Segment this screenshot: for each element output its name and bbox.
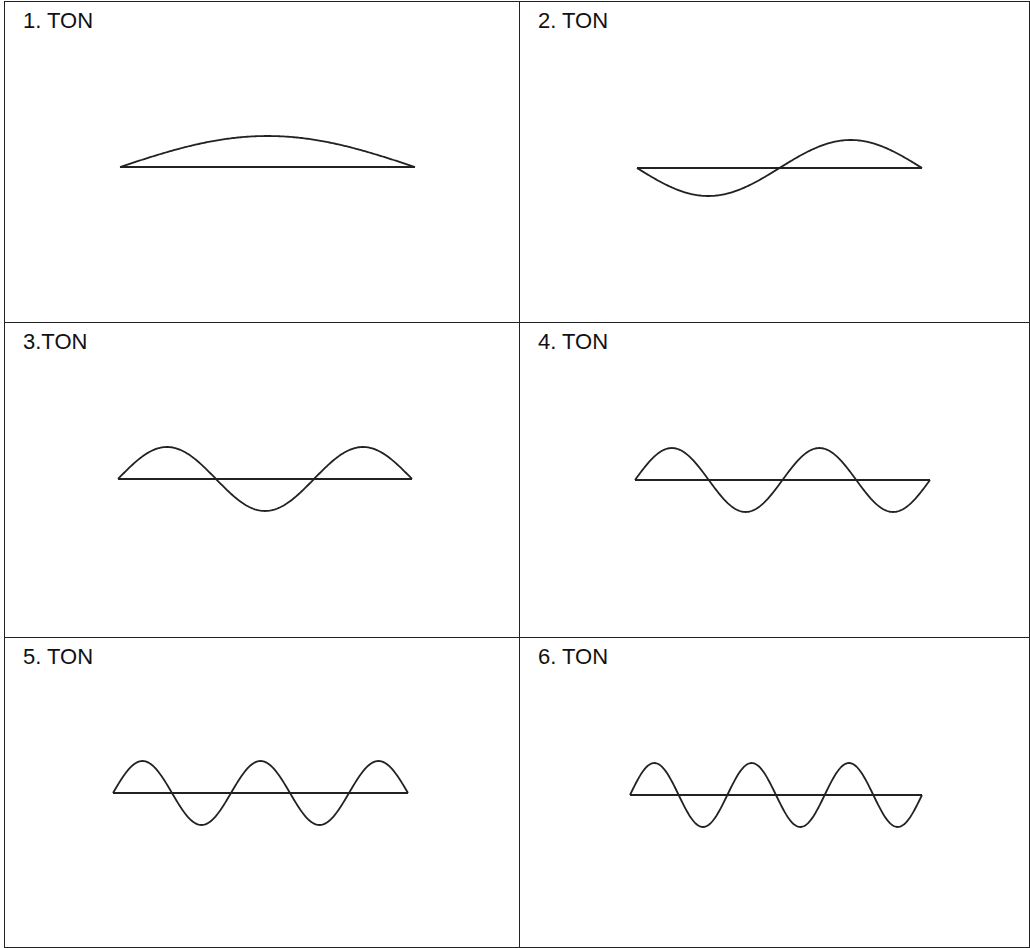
- wave-curve: [635, 448, 930, 512]
- tone-panel: 2. TON: [519, 1, 1030, 323]
- string-axis: [118, 478, 412, 480]
- wave-curve: [118, 447, 412, 511]
- tone-panel: 5. TON: [4, 637, 520, 948]
- tone-panel: 1. TON: [4, 1, 520, 323]
- tone-panel: 6. TON: [519, 637, 1030, 948]
- wave-curve: [630, 763, 922, 827]
- tone-panel: 4. TON: [519, 322, 1030, 638]
- string-axis: [120, 166, 415, 168]
- wave-curve: [120, 136, 415, 167]
- tone-label: 6. TON: [538, 644, 608, 670]
- tone-label: 1. TON: [23, 8, 93, 34]
- tone-label: 2. TON: [538, 8, 608, 34]
- tone-label: 4. TON: [538, 329, 608, 355]
- wave-curve: [113, 761, 408, 825]
- tone-label: 3.TON: [23, 329, 87, 355]
- tone-panel: 3.TON: [4, 322, 520, 638]
- wave-curve: [637, 140, 922, 196]
- tone-label: 5. TON: [23, 644, 93, 670]
- string-axis: [113, 792, 408, 794]
